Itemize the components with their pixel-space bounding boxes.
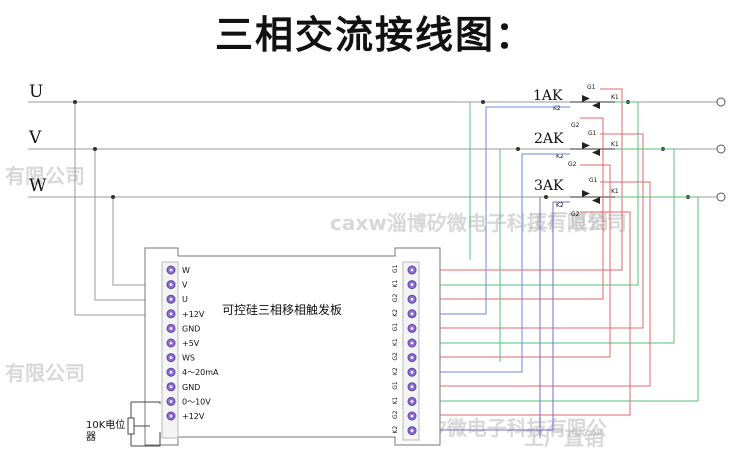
watermark-1: 有限公司 bbox=[5, 164, 85, 188]
right-terminal-label: K2 bbox=[392, 367, 399, 375]
k2-label: K2 bbox=[556, 153, 564, 160]
gate2-label: G2 bbox=[571, 122, 580, 129]
watermark-4: 有限公司 bbox=[5, 361, 85, 385]
left-terminal-label: +12V bbox=[182, 310, 205, 319]
board-label: 可控硅三相移相触发板 bbox=[222, 302, 342, 317]
right-terminal-label: K1 bbox=[392, 396, 399, 404]
watermark-2: caxw淄博矽微电子科技有限公司 bbox=[330, 211, 627, 235]
left-terminal-label: 4～20mA bbox=[182, 368, 219, 377]
trigger-board: 可控硅三相移相触发板 WVU +12V GND +5V WS 4～20mA GND 0～10V… bbox=[144, 247, 441, 446]
gate1-label: G1 bbox=[588, 130, 597, 137]
right-terminal-label: K2 bbox=[392, 426, 399, 434]
right-terminal-label: G2 bbox=[392, 352, 399, 361]
module-label: 3AK bbox=[534, 178, 564, 194]
right-terminal-label: G1 bbox=[392, 264, 399, 273]
wire-u-to-board bbox=[74, 102, 170, 316]
output-terminal-w bbox=[716, 192, 726, 202]
thyristor-module-3ak: 3AK G1 K1 K2 G2 bbox=[534, 177, 619, 218]
left-terminal-label: GND bbox=[182, 383, 200, 392]
left-terminal-label: WS bbox=[182, 354, 195, 363]
right-terminal-label: K1 bbox=[392, 280, 399, 288]
phase-label-u: U bbox=[29, 82, 43, 102]
module-label: 2AK bbox=[534, 131, 564, 147]
right-terminal-label: G1 bbox=[392, 381, 399, 390]
module-label: 1AK bbox=[533, 88, 563, 104]
potentiometer-label-2: 器 bbox=[86, 431, 96, 443]
left-terminal-label: +5V bbox=[182, 339, 200, 348]
k1-label: K1 bbox=[611, 141, 619, 148]
phase-label-w: W bbox=[29, 176, 47, 196]
potentiometer-label-1: 10K电位 bbox=[86, 418, 125, 431]
right-terminal-label: K1 bbox=[392, 338, 399, 346]
left-terminal-label: 0～10V bbox=[182, 397, 211, 406]
left-terminal-label: V bbox=[182, 281, 188, 290]
left-terminal-label: +12V bbox=[182, 412, 205, 421]
output-terminal-v bbox=[716, 144, 726, 154]
diagram-title: 三相交流接线图： bbox=[214, 13, 535, 57]
potentiometer: 10K电位 器 bbox=[86, 401, 161, 447]
thyristor-module-1ak: 1AK G1 K1 K2 G2 bbox=[533, 84, 619, 129]
right-terminal-label: K2 bbox=[392, 309, 399, 317]
gate1-label: G1 bbox=[589, 177, 598, 184]
left-terminal-label: GND bbox=[182, 324, 200, 333]
left-terminal-label: U bbox=[182, 295, 188, 304]
phase-label-v: V bbox=[28, 128, 42, 148]
k1-label: K1 bbox=[611, 94, 619, 101]
control-wires bbox=[412, 88, 699, 438]
k2-label: K2 bbox=[556, 202, 564, 209]
output-terminal-u bbox=[716, 97, 726, 107]
k1-label: K1 bbox=[611, 188, 619, 195]
left-terminal-label: W bbox=[182, 266, 190, 275]
right-terminal-label: G1 bbox=[392, 323, 399, 332]
gate2-label: G2 bbox=[568, 161, 577, 168]
right-terminal-label: G2 bbox=[392, 294, 399, 303]
gate1-label: G1 bbox=[587, 84, 596, 91]
watermark-3: 工厂直销 bbox=[528, 209, 608, 233]
k2-label: K2 bbox=[553, 105, 561, 112]
thyristor-module-2ak: 2AK G1 K1 K2 G2 bbox=[534, 130, 619, 168]
gate2-label: G2 bbox=[571, 211, 580, 218]
right-terminal-label: G2 bbox=[392, 410, 399, 419]
